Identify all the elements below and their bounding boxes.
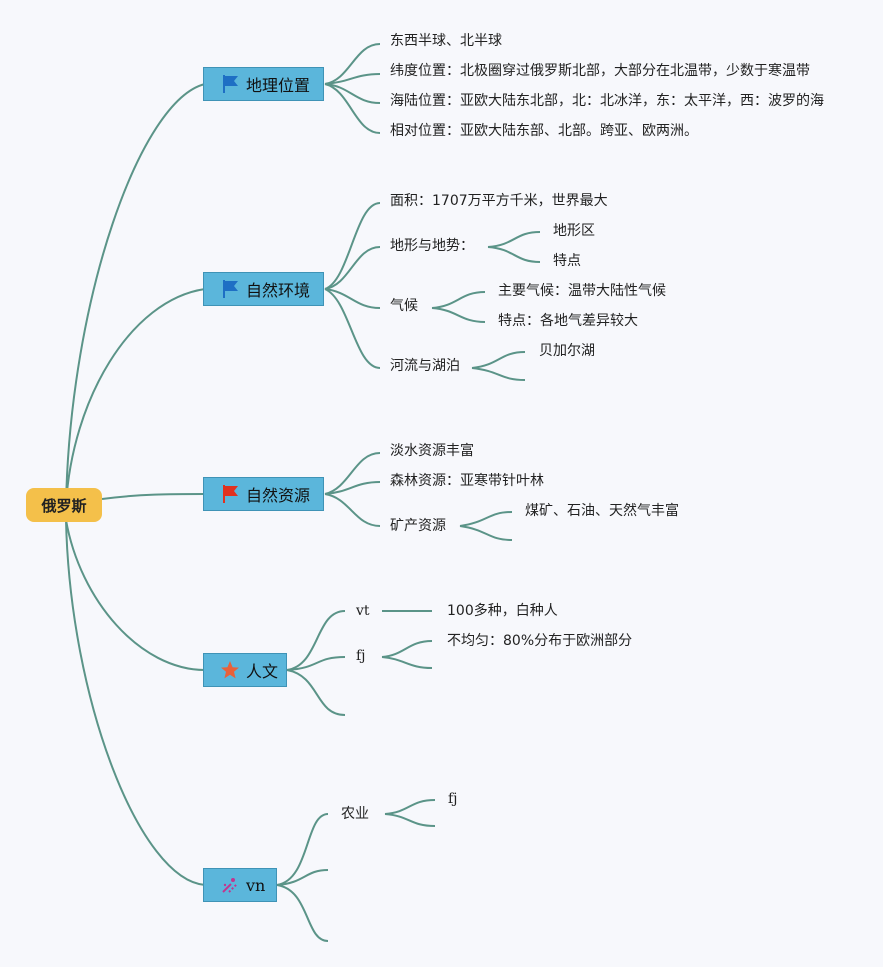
environment-rivers[interactable]: 河流与湖泊	[390, 358, 460, 374]
climate-features[interactable]: 特点：各地气差异较大	[498, 313, 638, 329]
link-root-resources	[101, 493, 206, 500]
branch-humanities-label: 人文	[246, 662, 279, 681]
resources-minerals[interactable]: 矿产资源	[390, 518, 446, 534]
humanities-fj[interactable]: fj	[356, 648, 366, 664]
environment-area[interactable]: 面积：1707万平方千米，世界最大	[390, 193, 608, 209]
environment-terrain[interactable]: 地形与地势：	[390, 238, 474, 254]
branch-resources[interactable]: 自然资源	[203, 477, 324, 511]
branch-resources-label: 自然资源	[246, 486, 311, 505]
terrain-features[interactable]: 特点	[553, 253, 581, 269]
star-icon	[220, 660, 240, 680]
branch-humanities[interactable]: 人文	[203, 653, 287, 687]
link-root-environment	[65, 288, 206, 506]
fj-detail[interactable]: 不均匀：80%分布于欧洲部分	[447, 633, 633, 649]
climate-main[interactable]: 主要气候：温带大陆性气候	[498, 283, 666, 299]
red-flag-icon	[220, 484, 240, 504]
branch-environment-label: 自然环境	[246, 281, 311, 300]
blue-flag-icon	[220, 279, 240, 299]
blue-flag-icon	[220, 74, 240, 94]
location-latitude[interactable]: 纬度位置：北极圈穿过俄罗斯北部，大部分在北温带，少数于寒温带	[390, 63, 810, 79]
branch-location-label: 地理位置	[246, 76, 311, 95]
root-label: 俄罗斯	[41, 496, 87, 515]
link-root-economy	[65, 519, 206, 886]
location-relative[interactable]: 相对位置：亚欧大陆东部、北部。跨亚、欧两洲。	[390, 123, 698, 139]
tools-icon	[220, 875, 240, 895]
rivers-baikal[interactable]: 贝加尔湖	[539, 343, 595, 359]
link-root-humanities	[65, 519, 206, 671]
branch-location[interactable]: 地理位置	[203, 67, 324, 101]
agriculture-fj[interactable]: fj	[448, 791, 458, 807]
resources-freshwater[interactable]: 淡水资源丰富	[390, 443, 474, 459]
minerals-detail[interactable]: 煤矿、石油、天然气丰富	[525, 503, 679, 519]
branch-economy-label: vn	[246, 875, 266, 895]
location-hemisphere[interactable]: 东西半球、北半球	[390, 33, 502, 49]
root-node[interactable]: 俄罗斯	[26, 488, 102, 522]
terrain-regions[interactable]: 地形区	[553, 223, 595, 239]
economy-agriculture[interactable]: 农业	[341, 806, 369, 822]
environment-climate[interactable]: 气候	[390, 298, 418, 314]
humanities-vt[interactable]: vt	[356, 603, 370, 619]
branch-environment[interactable]: 自然环境	[203, 272, 324, 306]
link-root-location	[65, 83, 206, 506]
resources-forest[interactable]: 森林资源：亚寒带针叶林	[390, 473, 544, 489]
vt-detail[interactable]: 100多种，白种人	[447, 603, 558, 619]
location-sea-land[interactable]: 海陆位置：亚欧大陆东北部，北：北冰洋，东：太平洋，西：波罗的海	[390, 93, 824, 109]
branch-economy[interactable]: vn	[203, 868, 277, 902]
